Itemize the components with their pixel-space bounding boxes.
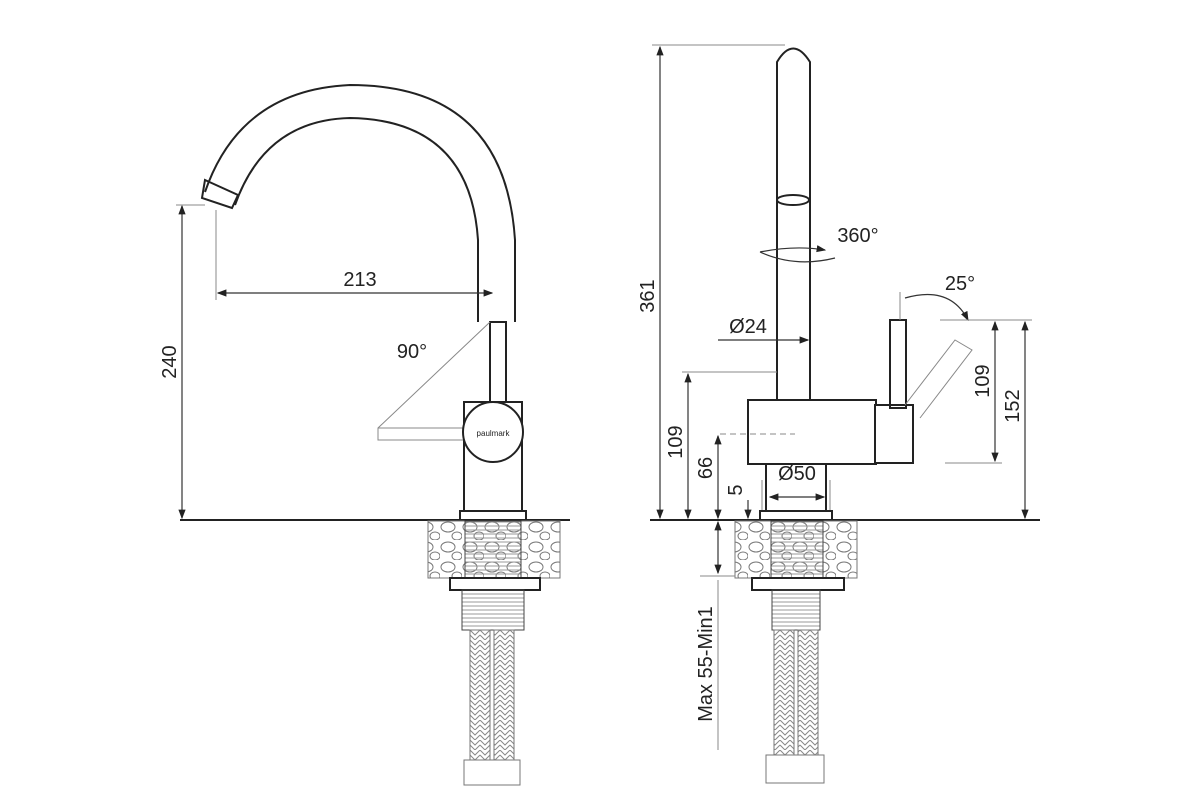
hose-fittings: [463, 759, 521, 786]
brand-medallion: [462, 401, 524, 463]
brand-logo: paulmark: [477, 429, 511, 438]
swivel-ring: [776, 194, 810, 206]
dim-360-label: 360°: [837, 225, 878, 247]
mounting-nut: [449, 577, 541, 591]
body: [747, 399, 877, 465]
dim-152-label: 152: [1002, 389, 1024, 422]
handle-cap: [874, 404, 914, 464]
front-view: paulmark 240 213 90°: [159, 83, 570, 786]
hose-left: [773, 629, 795, 756]
hose-right: [493, 629, 515, 761]
base-flange: [759, 510, 833, 521]
spout-outer: [204, 83, 516, 322]
spout-tube: [776, 47, 811, 400]
lower-shank: [461, 589, 525, 631]
hose-right: [797, 629, 819, 756]
side-view: 361 360° Ø24 109 66 5 Ø50 25° 109 152 Ma…: [637, 44, 1040, 784]
hose-left: [469, 629, 491, 761]
handle-lever: [889, 319, 907, 409]
dim-361-label: 361: [637, 279, 659, 312]
dim-25-label: 25°: [945, 273, 975, 295]
dim-213-label: 213: [343, 269, 376, 291]
mounting-nut: [751, 577, 845, 591]
threaded-shank: [464, 520, 522, 579]
tilted-handle: [904, 339, 973, 419]
dim-109-left-label: 109: [665, 425, 687, 458]
dim-109-right-label: 109: [972, 364, 994, 397]
dim-90-label: 90°: [397, 341, 427, 363]
spout-tip: [200, 178, 240, 210]
handle-stem: [489, 321, 507, 403]
dim-5-label: 5: [725, 484, 747, 495]
counter-thickness-label: Max 55-Min1: [695, 606, 717, 722]
swivel-arrow: [759, 248, 836, 263]
dim-66-label: 66: [695, 457, 717, 479]
dim-50-label: Ø50: [778, 463, 816, 485]
rotated-handle: [377, 321, 491, 441]
dim-240-label: 240: [159, 345, 181, 378]
dim-24-label: Ø24: [729, 316, 767, 338]
base-flange: [459, 510, 527, 521]
spout-inner: [234, 116, 479, 322]
